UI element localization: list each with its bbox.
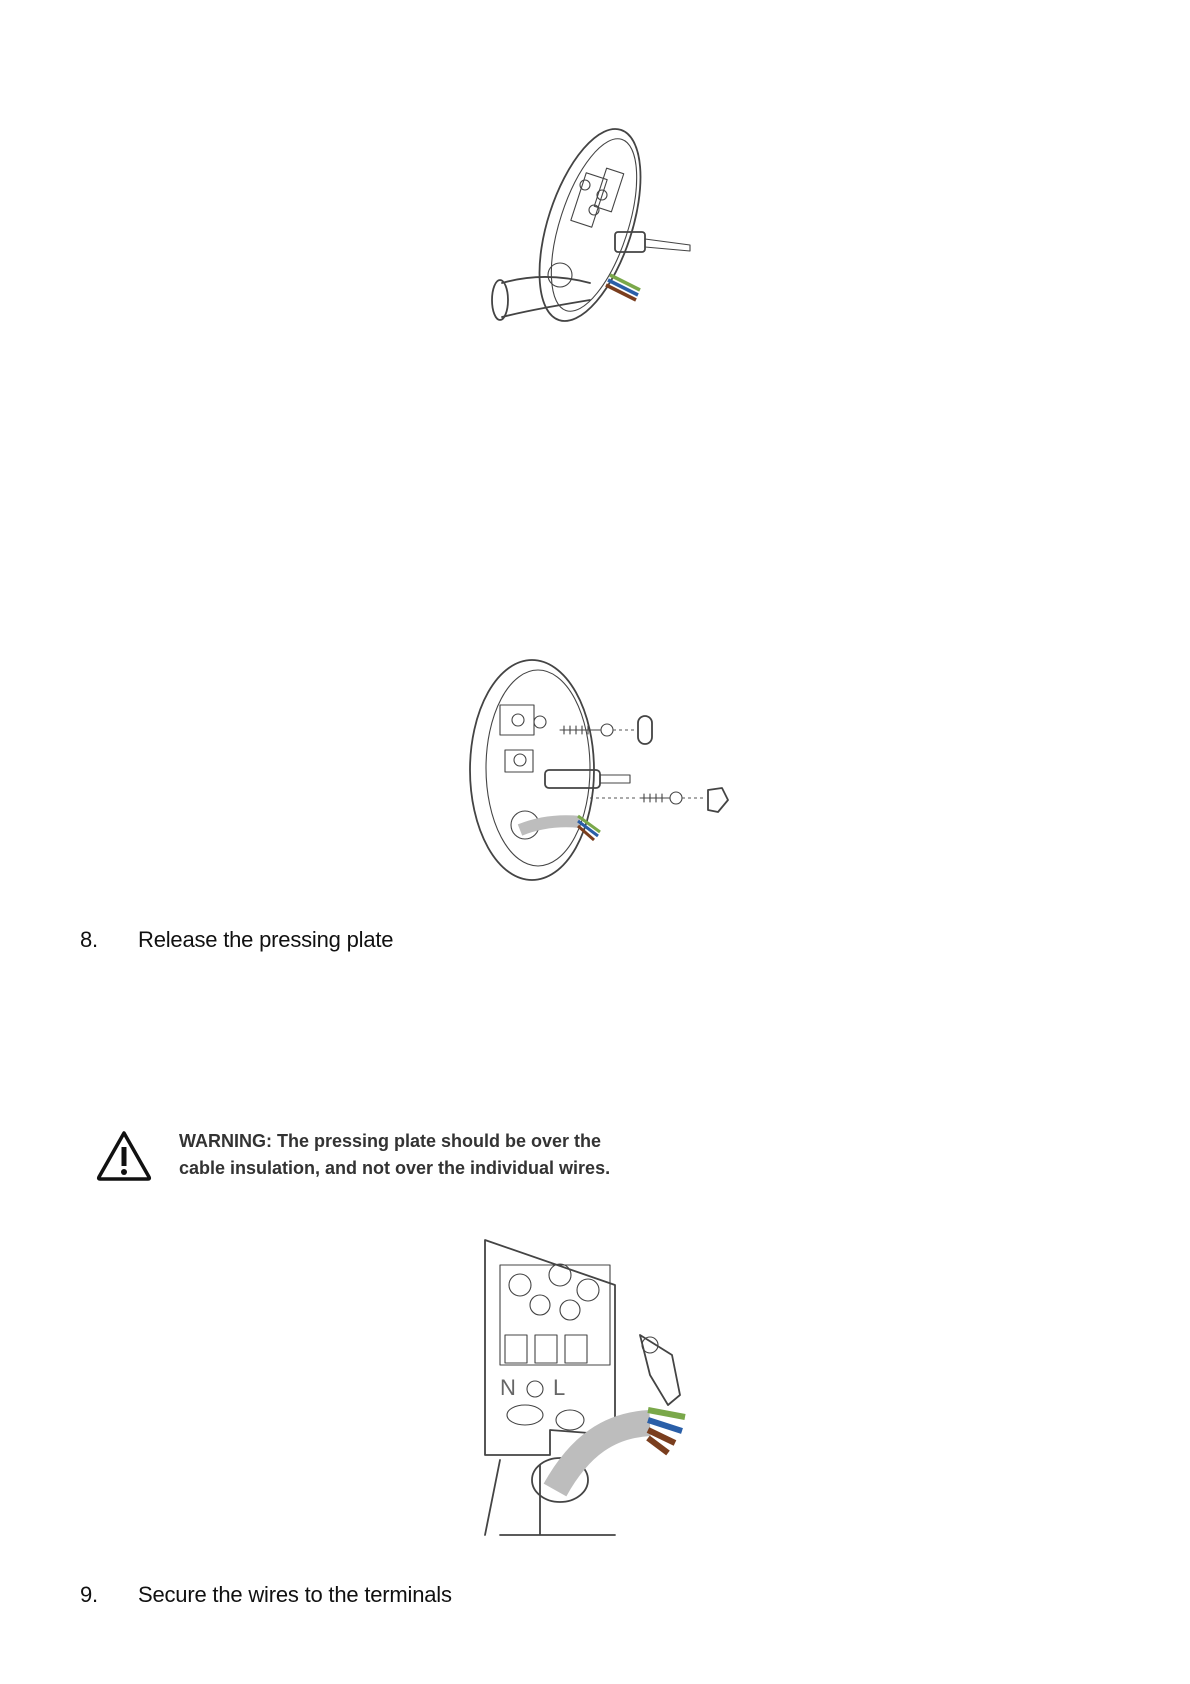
- warning-line-2: cable insulation, and not over the indiv…: [179, 1155, 649, 1182]
- step-number: 8.: [80, 927, 138, 953]
- figure-terminal-block: N L: [480, 1235, 720, 1545]
- base-plate-illustration: [492, 117, 690, 333]
- terminal-label-l: L: [553, 1375, 565, 1400]
- step-label: Secure the wires to the terminals: [138, 1582, 452, 1607]
- step-9: 9.Secure the wires to the terminals: [80, 1582, 452, 1608]
- base-plate-illustration: [470, 660, 630, 880]
- warning-line-1: WARNING: The pressing plate should be ov…: [179, 1128, 649, 1155]
- step-8: 8.Release the pressing plate: [80, 927, 393, 953]
- figure-base-plate-top: [490, 115, 710, 335]
- warning-callout: WARNING: The pressing plate should be ov…: [96, 1128, 656, 1188]
- cable-wires: [606, 275, 640, 300]
- pressing-plate: [640, 1335, 680, 1405]
- screw-top: [560, 716, 652, 744]
- terminal-block-illustration: N L: [485, 1240, 615, 1535]
- cable-wires: [555, 1410, 685, 1490]
- terminal-label-n: N: [500, 1375, 516, 1400]
- warning-triangle-icon: [96, 1130, 152, 1187]
- figure-base-plate-screws: [460, 650, 750, 890]
- warning-text: WARNING: The pressing plate should be ov…: [179, 1128, 649, 1182]
- step-number: 9.: [80, 1582, 138, 1608]
- step-label: Release the pressing plate: [138, 927, 393, 952]
- screw-bottom: [590, 788, 728, 812]
